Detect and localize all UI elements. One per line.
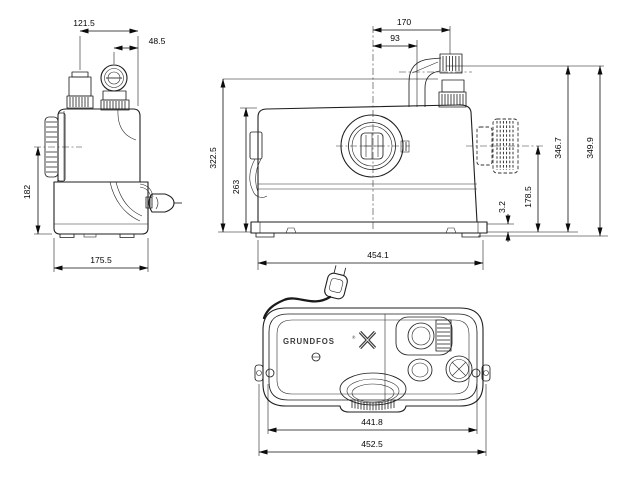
- brand-logo-text: GRUNDFOS: [283, 337, 335, 346]
- outlet-elbow: [399, 40, 472, 107]
- dim-text: 322.5: [208, 147, 218, 169]
- registered-mark: ®: [352, 334, 356, 340]
- dim-top-overall-length: 452.5: [258, 384, 487, 456]
- discharge-connector: [100, 64, 130, 111]
- dim-front-base-gap: 3.2: [487, 201, 514, 242]
- power-plug: [139, 183, 182, 213]
- dim-text: 175.5: [90, 255, 112, 265]
- dim-front-height-to-base: 346.7: [553, 65, 571, 233]
- front-body: [257, 104, 478, 223]
- dim-front-length: 454.1: [257, 240, 484, 270]
- dim-text: 452.5: [361, 439, 383, 449]
- inlet-connector: [438, 79, 467, 108]
- brand-logo: GRUNDFOS ®: [283, 330, 377, 362]
- dim-text: 178.5: [523, 186, 533, 208]
- top-outlet-elbow: [395, 316, 453, 356]
- dim-side-depth: 175.5: [53, 238, 149, 272]
- dim-top-body-length: 441.8: [267, 384, 478, 434]
- dim-front-outlet-offset: 93: [372, 33, 418, 49]
- dim-text: 441.8: [361, 417, 383, 427]
- side-base: [53, 181, 149, 238]
- dim-side-outlet-offset: 48.5: [113, 36, 166, 64]
- top-inlet-socket: [407, 355, 473, 383]
- dim-side-width-top: 121.5: [73, 18, 139, 106]
- dim-text: 93: [390, 33, 400, 43]
- vent-connector: [66, 71, 94, 109]
- dim-text: 454.1: [367, 250, 389, 260]
- side-body: [57, 108, 141, 183]
- front-base: [250, 221, 488, 238]
- dim-side-inlet-height: 182: [22, 146, 52, 235]
- side-inlet-disc: [34, 112, 82, 182]
- top-body: [262, 307, 484, 413]
- side-view: 121.5 48.5 182 175.5: [22, 18, 182, 272]
- dim-text: 121.5: [73, 18, 95, 28]
- dim-text: 170: [397, 17, 412, 27]
- top-power-plug: [262, 265, 348, 320]
- front-view: 170 93 322.5 263 3.2 178.5 346.7: [208, 17, 608, 270]
- mounting-ears: [254, 364, 491, 382]
- dim-front-tank-height: 322.5: [208, 78, 251, 233]
- dim-front-connection-span: 170: [372, 17, 451, 54]
- dim-front-body-height: 263: [231, 107, 257, 233]
- dim-text: 346.7: [553, 137, 563, 159]
- dim-text: 263: [231, 180, 241, 195]
- dim-front-side-inlet-height: 178.5: [523, 145, 541, 233]
- dim-text: 182: [22, 185, 32, 200]
- dim-text: 3.2: [497, 201, 507, 213]
- dim-front-total-height: 349.9: [585, 65, 603, 237]
- top-view: GRUNDFOS ®: [254, 265, 491, 456]
- dim-text: 349.9: [585, 137, 595, 159]
- logo-x-icon: [358, 330, 377, 350]
- optional-side-inlet: [466, 118, 544, 174]
- vent-bellows: [339, 372, 407, 411]
- dim-text: 48.5: [149, 36, 166, 46]
- level-switch: [249, 131, 268, 198]
